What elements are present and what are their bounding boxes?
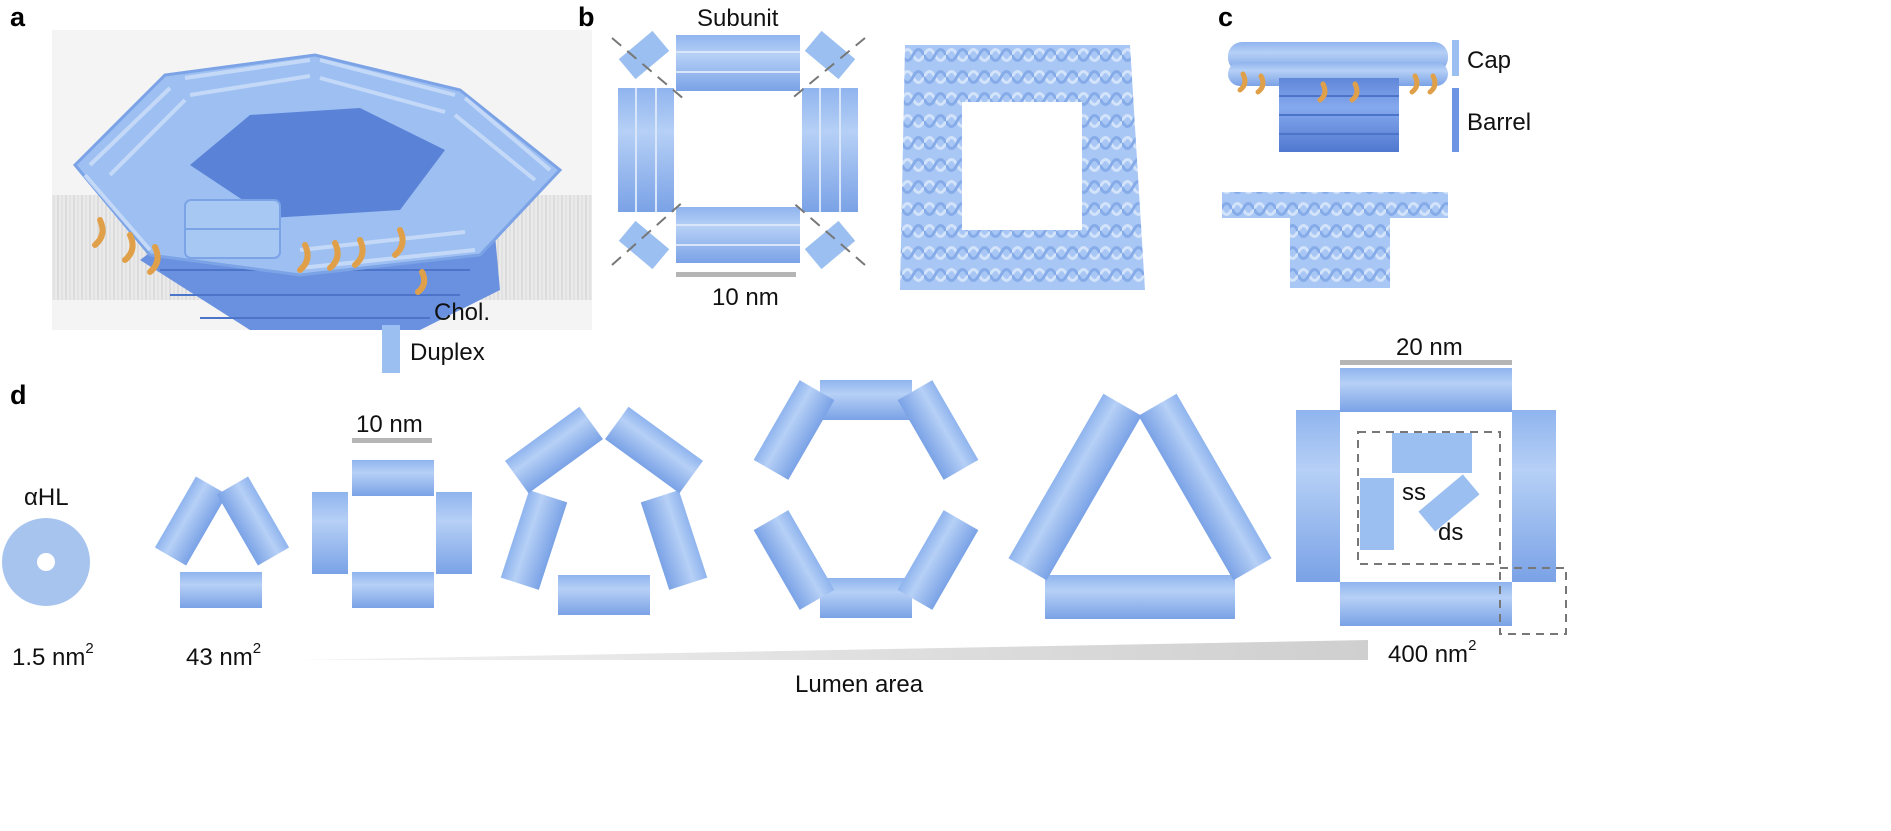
area-min: 1.5 nm2 — [12, 640, 94, 671]
panel-b-schematic: Subunit 10 nm — [611, 5, 866, 311]
subunit-right — [802, 88, 858, 212]
cap-label: Cap — [1467, 47, 1511, 74]
inset-ds: ds — [1438, 519, 1463, 546]
subunit-left — [618, 88, 674, 212]
cholesterol-anchors — [92, 217, 406, 275]
pore-square: 10 nm — [312, 411, 472, 608]
pore-pentagon — [500, 406, 708, 615]
panel-letter-d: d — [10, 380, 27, 410]
chol-c — [1237, 71, 1438, 103]
scale-label-large: 20 nm — [1396, 334, 1463, 361]
scale-bar-d-small — [352, 438, 432, 443]
subunit-bottom — [676, 207, 800, 263]
panel-letter-c: c — [1218, 2, 1233, 32]
inset-ss: ss — [1402, 479, 1426, 506]
panel-letter-a: a — [10, 2, 26, 32]
panel-letter-b: b — [578, 2, 595, 32]
subunit-top — [676, 35, 800, 91]
subunit-label: Subunit — [697, 5, 779, 32]
panel-c-side-view: Cap Barrel — [1222, 40, 1531, 288]
duplex-icon — [382, 325, 400, 373]
area-triangle: 43 nm2 — [186, 640, 261, 671]
side-render — [1222, 192, 1448, 288]
scale-bar-d-large — [1340, 360, 1512, 365]
scale-bar-b — [676, 272, 796, 277]
pore-triangle-small — [154, 476, 290, 608]
cap-lumen — [190, 108, 445, 218]
render-lumen — [962, 102, 1082, 230]
barrel-bar — [1452, 88, 1459, 152]
area-max: 400 nm2 — [1388, 637, 1476, 668]
barrel-label: Barrel — [1467, 109, 1531, 136]
inset-source-box — [1499, 567, 1567, 635]
scale-label-b: 10 nm — [712, 284, 779, 311]
pore-triangle-large — [1008, 393, 1272, 619]
area-labels: 1.5 nm2 43 nm2 400 nm2 — [12, 637, 1476, 671]
duplex-label: Duplex — [410, 339, 485, 366]
lumen-area-wedge — [300, 640, 1368, 660]
inset-box — [1357, 431, 1501, 565]
cap-bar — [1452, 40, 1459, 76]
pore-square-large: 20 nm ss ds — [1296, 334, 1567, 635]
scale-label-small: 10 nm — [356, 411, 423, 438]
panel-d-alpha-hl: αHL — [2, 484, 90, 606]
panel-a-legend: Chol. Duplex — [382, 269, 490, 373]
lumen-area-label: Lumen area — [795, 671, 924, 698]
alpha-hl-label: αHL — [24, 484, 69, 511]
pore-hexagon — [753, 380, 979, 618]
panel-b-render — [900, 45, 1145, 290]
chol-label: Chol. — [434, 299, 490, 326]
panel-a-pore-render — [52, 30, 592, 330]
chol-icon — [415, 269, 428, 295]
